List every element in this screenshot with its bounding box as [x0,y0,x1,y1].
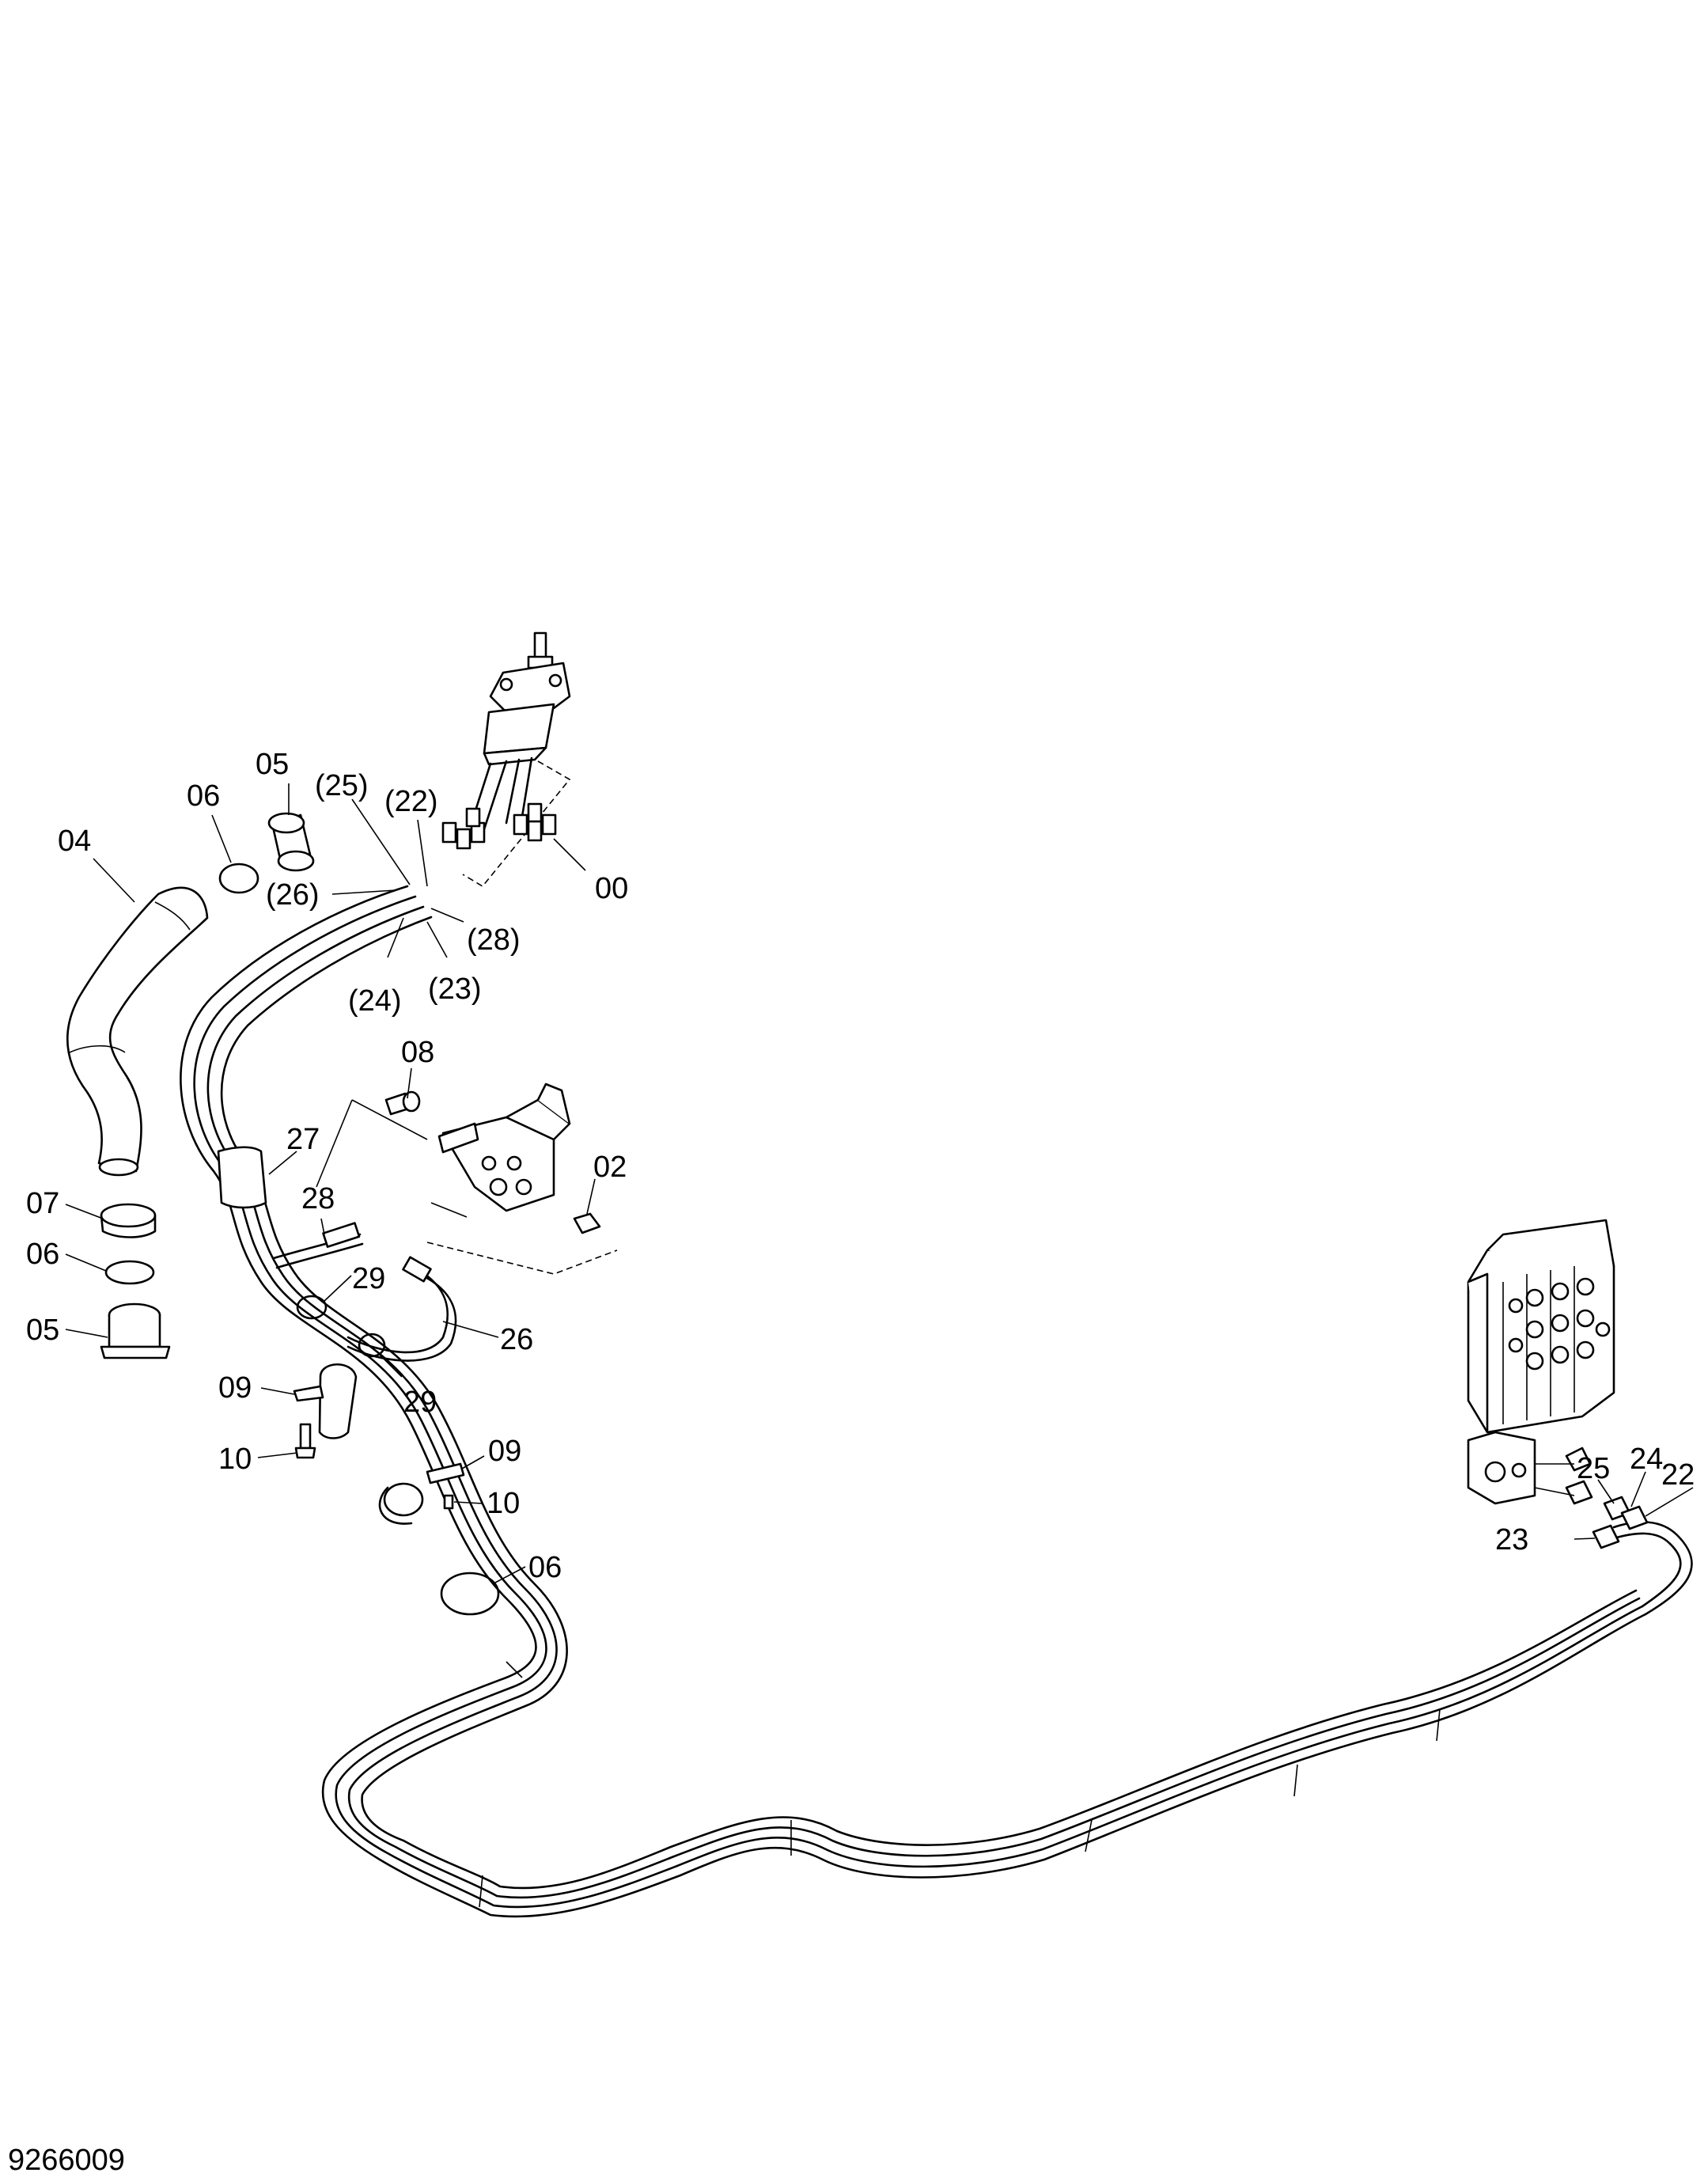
fitting-08 [384,1090,421,1116]
callout-28: 28 [301,1182,335,1215]
callout-05-top: 05 [256,748,289,781]
adapter-05-top [267,812,315,872]
callout-09a: 09 [218,1371,252,1405]
callout-10a: 10 [218,1443,252,1476]
callout-24: 24 [1630,1443,1663,1476]
valve-block-02 [316,1083,618,1275]
callout-04: 04 [58,825,91,858]
callout-10b: 10 [487,1487,520,1520]
control-valve [1467,1219,1649,1549]
callout-02: 02 [593,1151,627,1184]
callout-25-paren: (25) [315,769,369,802]
callout-26: 26 [500,1323,533,1356]
callout-25: 25 [1577,1452,1610,1485]
callout-06-low: 06 [528,1551,562,1584]
callout-26-paren: (26) [266,878,320,912]
clamp-06-top [218,863,259,894]
callout-09b: 09 [488,1435,521,1468]
pilot-valve [441,631,571,888]
callout-27: 27 [286,1123,320,1156]
callout-29a: 29 [352,1262,385,1295]
callout-07: 07 [26,1187,59,1220]
callout-06-mid: 06 [26,1238,59,1271]
callout-22: 22 [1661,1458,1695,1492]
clamp-09a [293,1363,358,1439]
callout-labels: 05 06 04 (25) (22) (26) (28) (24) (23) 0… [26,748,1695,1584]
bolt-10a [294,1423,316,1459]
clamp-09b [378,1462,465,1525]
callout-22-paren: (22) [384,785,438,818]
clamp-06-low [440,1572,500,1616]
clamp-07 [100,1203,157,1238]
leader-lines [65,783,1694,1583]
o-ring-29b [358,1333,386,1358]
callout-06-top: 06 [187,779,220,813]
callout-00: 00 [595,872,628,905]
bolt-10b [443,1494,454,1510]
clamp-06-mid [104,1260,155,1285]
callout-24-paren: (24) [348,984,402,1018]
hose-26 [347,1256,457,1362]
callout-23-paren: (23) [428,973,482,1006]
callout-08: 08 [401,1036,434,1069]
adapter-05-low [100,1302,171,1359]
fitting-02 [573,1212,601,1234]
hose-28 [272,1222,364,1269]
drawing-number: 9266009 [8,2144,125,2177]
callout-05-low: 05 [26,1314,59,1347]
callout-29b: 29 [403,1386,437,1419]
callout-23: 23 [1495,1523,1528,1556]
callout-28-paren: (28) [467,923,521,957]
o-ring-29a [296,1295,328,1320]
hose-04 [66,886,209,1177]
